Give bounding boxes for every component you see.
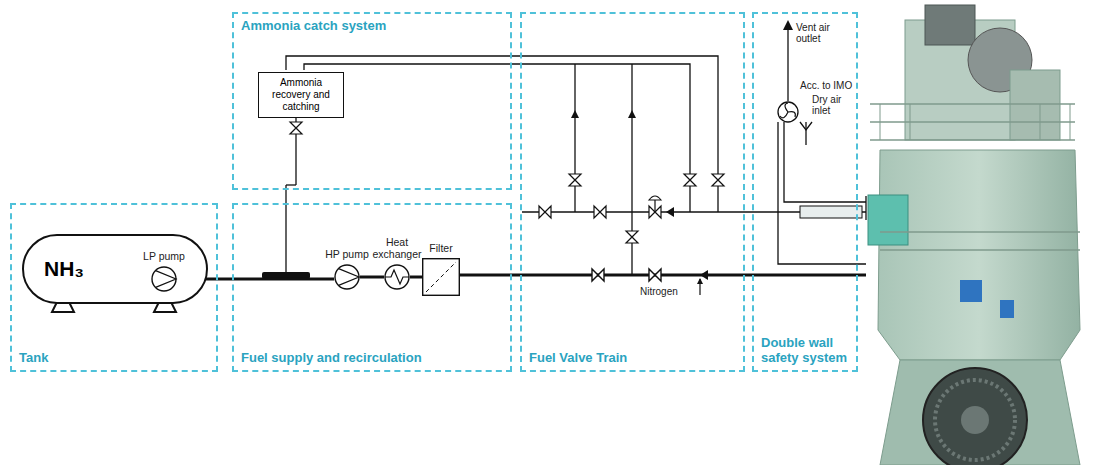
region-heading: Fuel supply and recirculation	[241, 350, 422, 365]
system-region: Ammonia catch systemAmmonia recovery and…	[232, 12, 512, 190]
region-heading: Tank	[19, 350, 48, 365]
pipe-connector	[410, 276, 422, 279]
inlet-label: Dry air inlet	[812, 94, 856, 116]
region-heading: Double wall safety system	[761, 335, 853, 365]
region-heading: Ammonia catch system	[241, 18, 386, 33]
system-region: Fuel supply and recirculationHP pumpHeat…	[232, 203, 512, 372]
nitrogen-label: Nitrogen	[640, 286, 696, 297]
filter-symbol: Filter	[422, 258, 460, 296]
box-label: Ammonia recovery and catching	[259, 75, 343, 115]
pump-symbol: LP pump	[151, 266, 177, 292]
system-region: Fuel Valve Train	[520, 12, 745, 372]
note-label: Acc. to IMO	[800, 80, 862, 91]
process-box: Ammonia recovery and catching	[258, 72, 344, 118]
symbol-label: LP pump	[134, 250, 194, 262]
system-region: Double wall safety system	[752, 12, 858, 372]
filter-outline	[422, 258, 460, 296]
pump-outline	[334, 264, 360, 290]
region-heading: Fuel Valve Train	[529, 350, 627, 365]
symbol-label: Heat exchanger	[365, 236, 429, 260]
tank-vessel: NH₃ LP pump	[22, 234, 208, 304]
pipe-connector	[360, 276, 384, 279]
pump-outline	[151, 266, 177, 292]
vent-label: Vent air outlet	[796, 22, 846, 44]
symbol-label: Filter	[411, 242, 471, 254]
pump-symbol: HP pump	[334, 264, 360, 290]
hx-outline	[384, 264, 410, 290]
tank-label: NH₃	[44, 256, 84, 282]
system-region: Tank NH₃ LP pump	[10, 203, 218, 372]
symbol-label: HP pump	[317, 248, 377, 260]
heat-exchanger-symbol: Heat exchanger	[384, 264, 410, 290]
